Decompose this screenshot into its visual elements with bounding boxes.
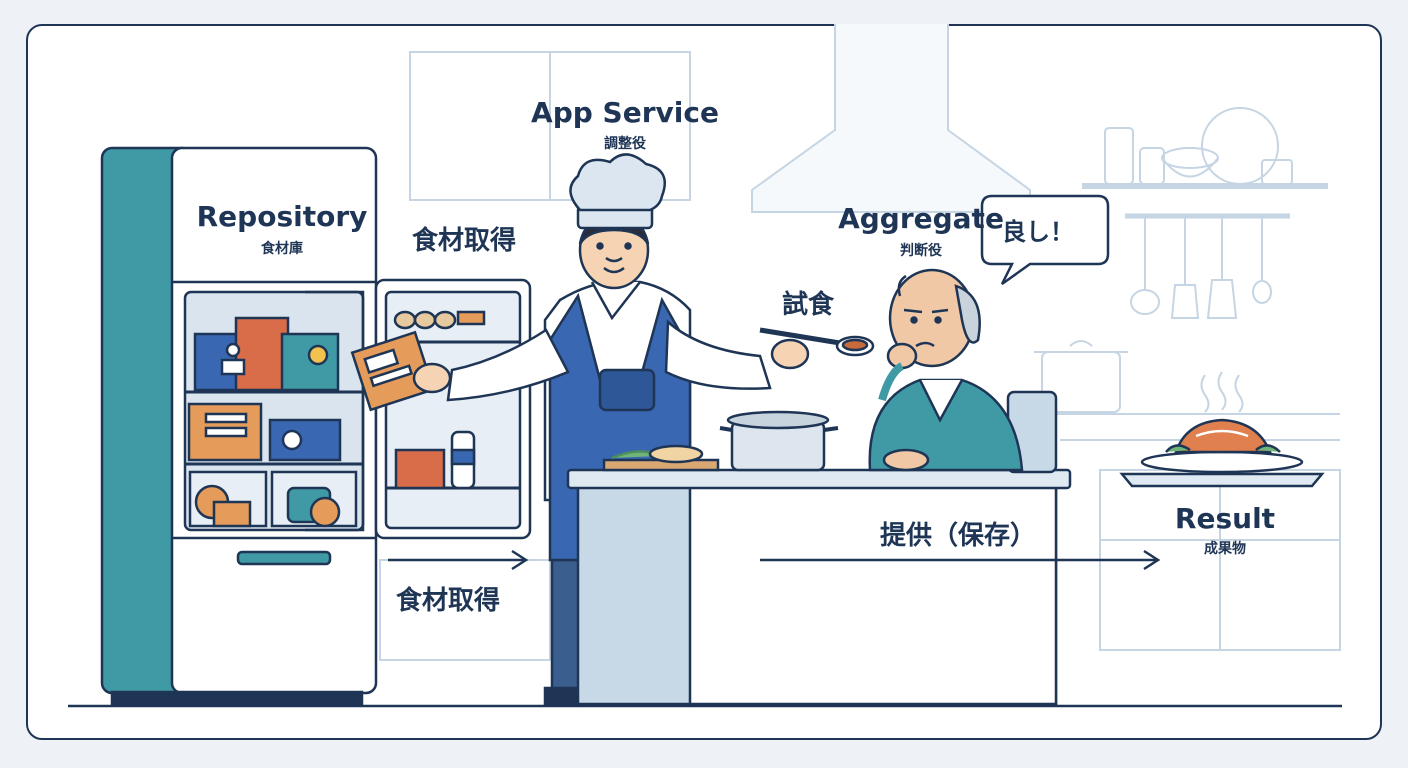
aggregate-subtitle: 判断役: [900, 240, 942, 260]
app-service-title: App Service: [531, 96, 719, 129]
step-fetch-bottom: 食材取得: [396, 580, 500, 617]
step-taste: 試食: [782, 284, 834, 321]
repository-title: Repository: [197, 200, 368, 233]
result-title: Result: [1175, 502, 1275, 535]
result-subtitle: 成果物: [1204, 538, 1246, 558]
speech-bubble-text: 良し！: [1002, 212, 1074, 247]
taster-elder: [870, 270, 1056, 472]
aggregate-title: Aggregate: [838, 202, 1004, 235]
step-serve: 提供（保存）: [880, 515, 1036, 552]
app-service-subtitle: 調整役: [604, 133, 646, 153]
repository-subtitle: 食材庫: [261, 238, 303, 258]
result-dish: [1122, 420, 1322, 486]
step-fetch-top: 食材取得: [412, 220, 516, 257]
